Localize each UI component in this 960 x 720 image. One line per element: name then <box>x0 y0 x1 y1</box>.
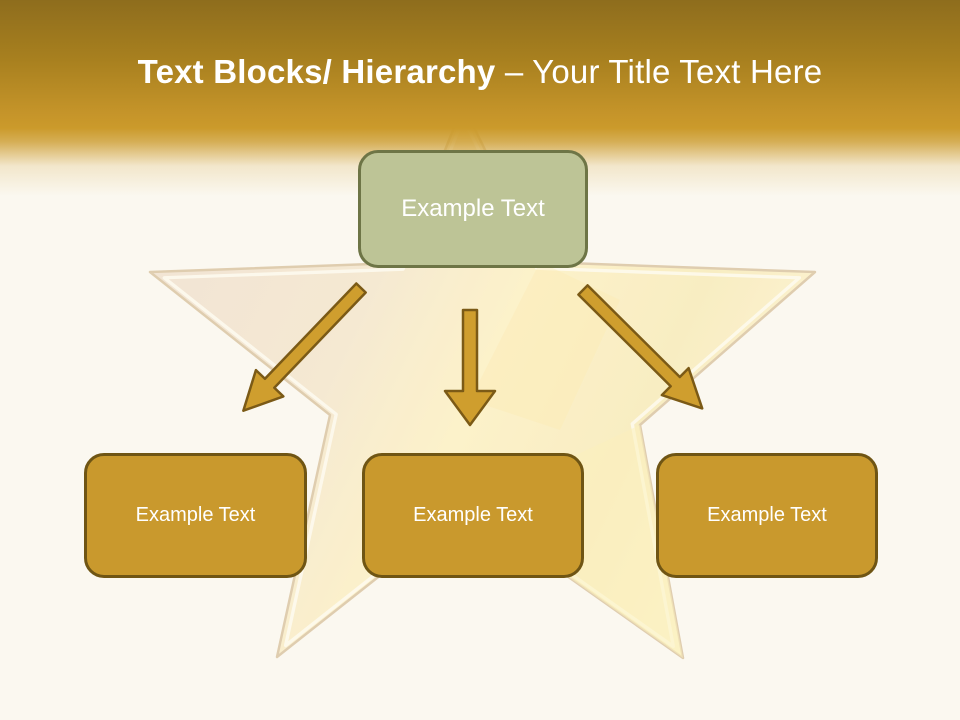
block-arrow-down-left-icon[interactable] <box>230 275 375 424</box>
hierarchy-child-label-1: Example Text <box>135 504 256 526</box>
block-arrow-down-icon[interactable] <box>443 308 497 427</box>
hierarchy-root-box[interactable]: Example Text <box>358 150 588 268</box>
hierarchy-root-label: Example Text <box>401 195 545 222</box>
block-arrow-down-right-icon[interactable] <box>570 277 716 422</box>
hierarchy-child-box-3[interactable]: Example Text <box>656 453 878 578</box>
hierarchy-child-label-3: Example Text <box>707 504 827 526</box>
hierarchy-child-box-2[interactable]: Example Text <box>362 453 584 578</box>
hierarchy-child-label-2: Example Text <box>413 504 533 526</box>
hierarchy-child-box-1[interactable]: Example Text <box>84 453 307 578</box>
